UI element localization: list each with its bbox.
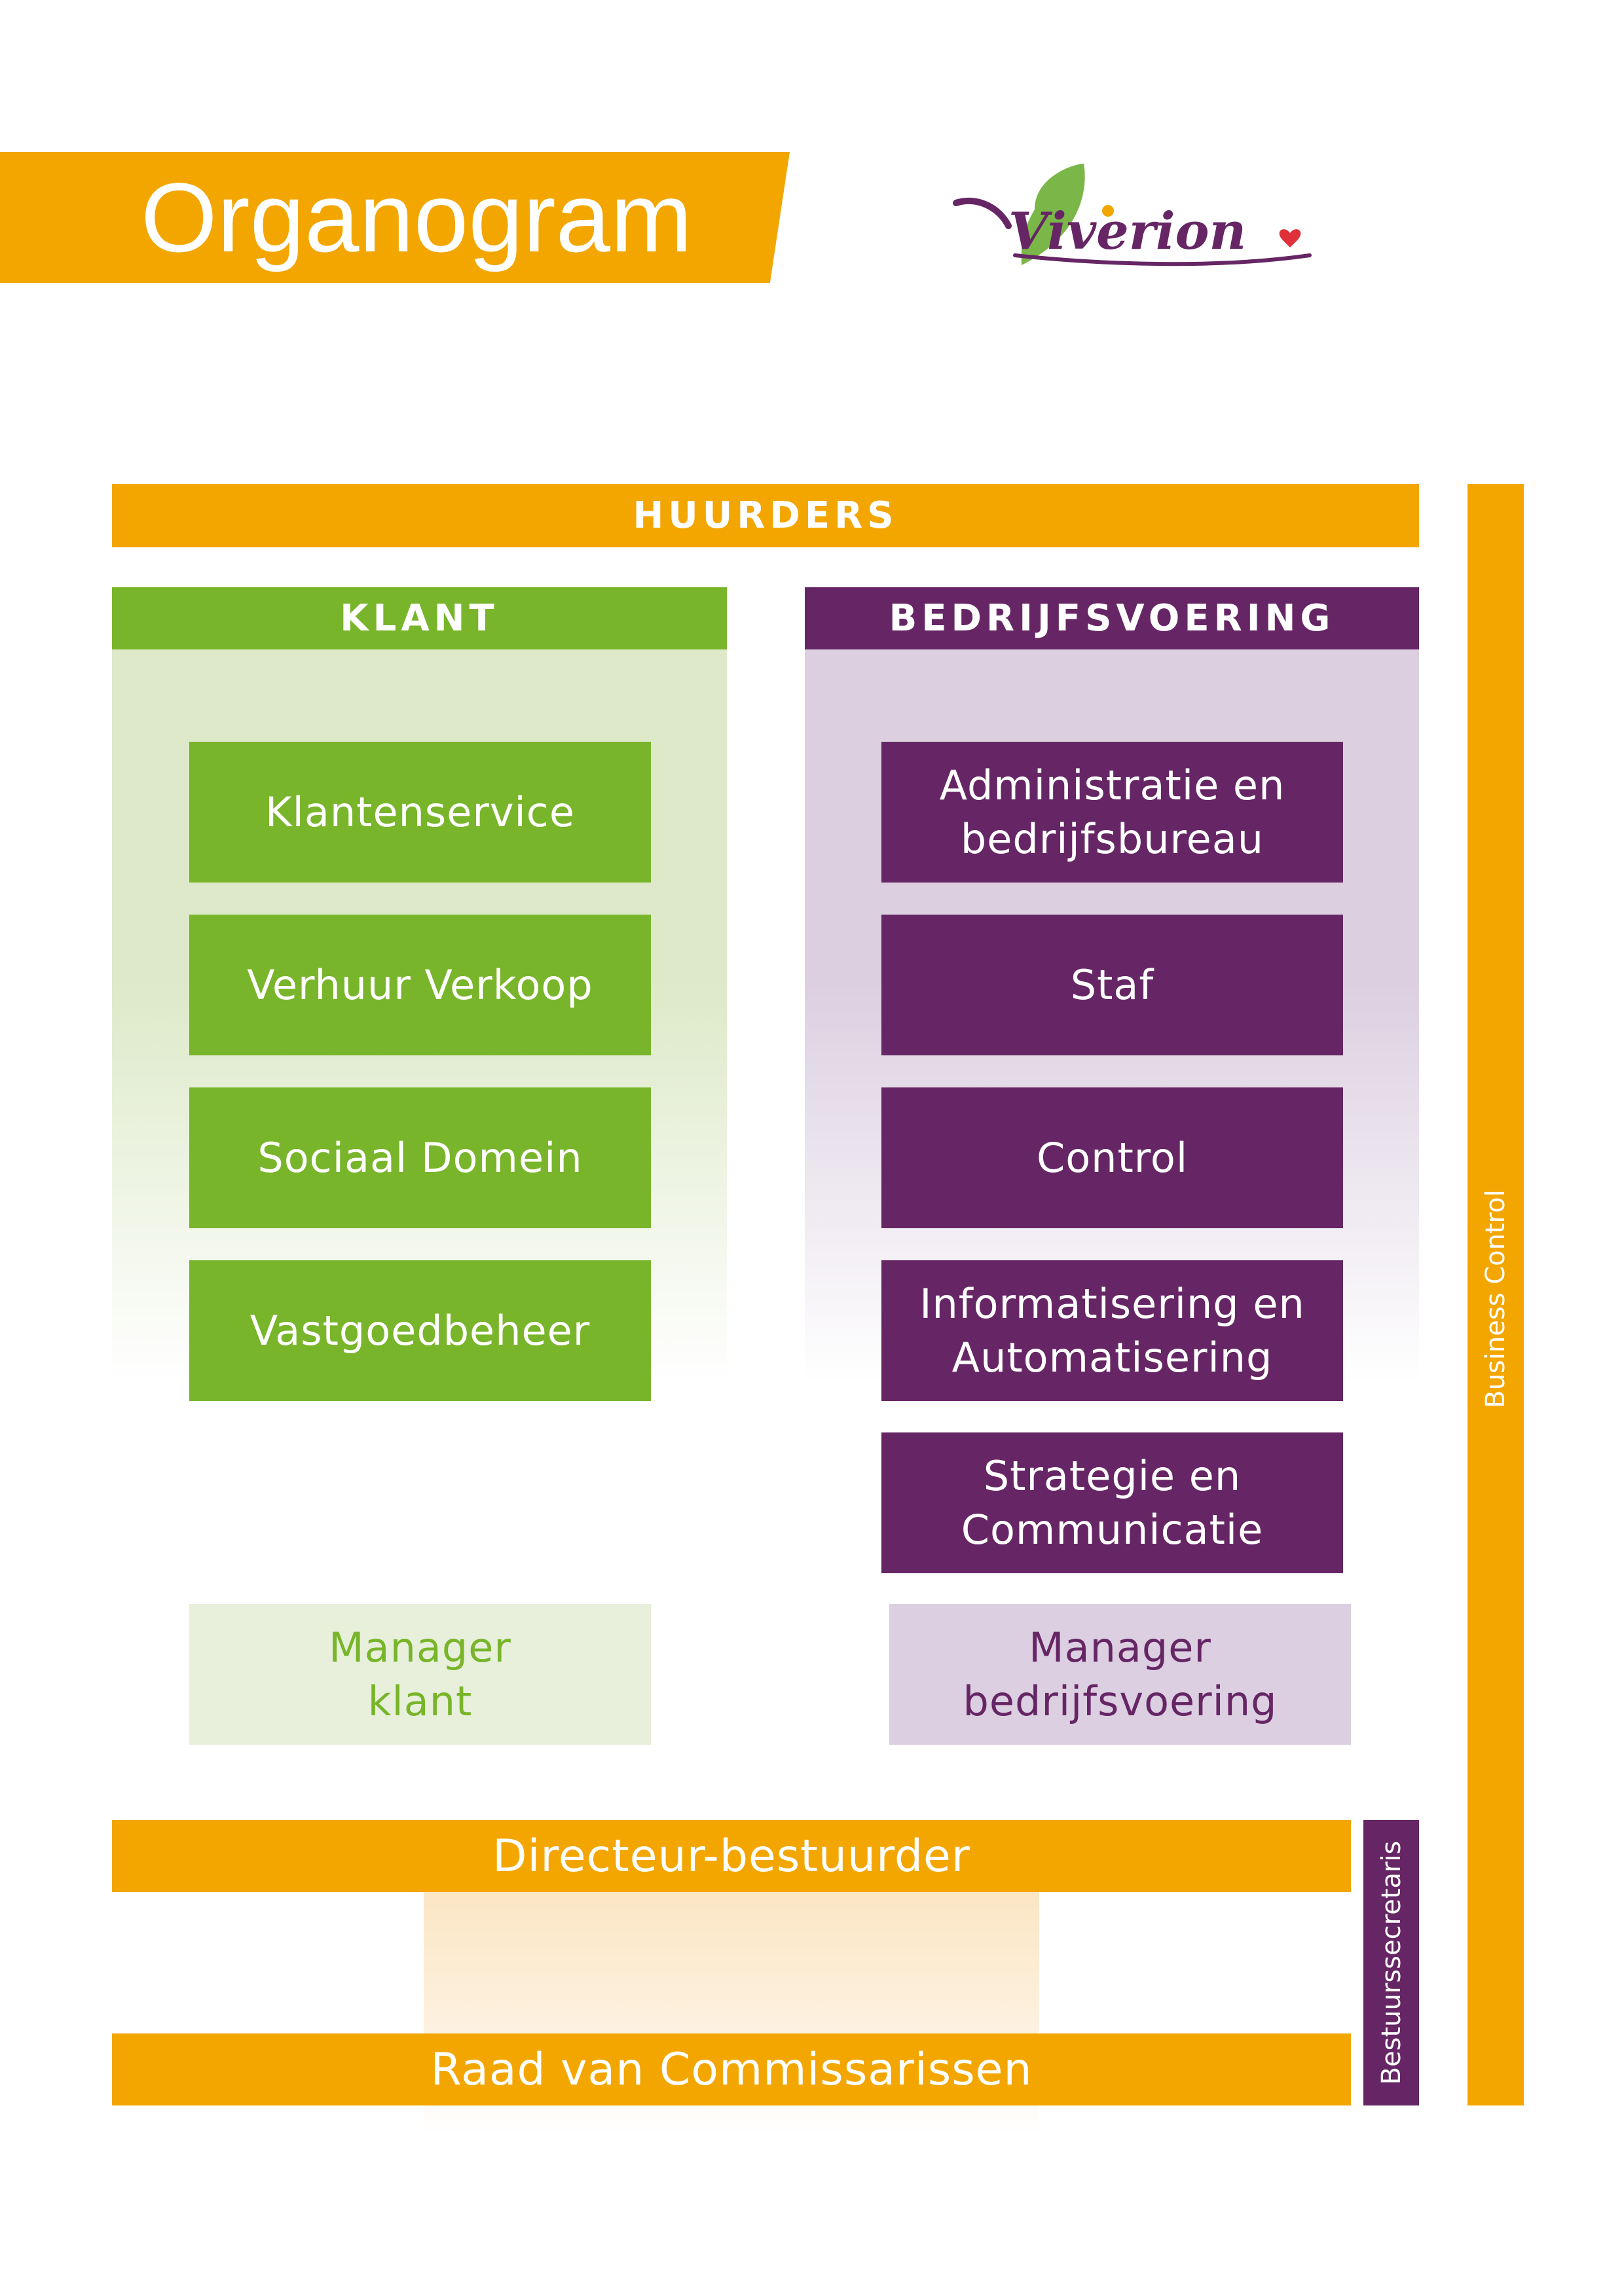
title-banner <box>0 152 790 283</box>
klant-header-label: KLANT <box>340 597 499 640</box>
manager-label-line: bedrijfsvoering <box>963 1677 1278 1725</box>
manager-label-line: Manager <box>329 1623 511 1671</box>
unit-control: Control <box>881 1087 1343 1228</box>
unit-verhuur-verkoop: Verhuur Verkoop <box>189 915 651 1055</box>
bestuurssecretaris-bar: Bestuurssecretaris <box>1363 1820 1419 2105</box>
unit-label: Administratie en bedrijfsbureau <box>940 759 1285 866</box>
unit-label: Control <box>1036 1133 1189 1182</box>
manager-label-line: klant <box>367 1677 473 1725</box>
unit-staf: Staf <box>881 915 1343 1055</box>
unit-label: Verhuur Verkoop <box>247 960 593 1009</box>
unit-label-line: Informatisering en <box>919 1279 1305 1328</box>
business-control-label: Business Control <box>1481 1190 1511 1408</box>
unit-label-line: bedrijfsbureau <box>960 814 1264 863</box>
unit-strategie-en-communicatie: Strategie en Communicatie <box>881 1432 1343 1573</box>
unit-label-line: Communicatie <box>961 1505 1264 1554</box>
klant-header: KLANT <box>112 587 727 649</box>
unit-label: Staf <box>1070 960 1154 1009</box>
unit-label: Informatisering en Automatisering <box>919 1277 1305 1385</box>
directeur-label: Directeur-bestuurder <box>492 1830 970 1882</box>
bestuurssecretaris-label: Bestuurssecretaris <box>1376 1840 1407 2085</box>
manager-klant: Manager klant <box>189 1604 651 1745</box>
business-control-bar: Business Control <box>1467 484 1524 2105</box>
viverion-logo-icon: Viverion <box>953 164 1312 266</box>
unit-sociaal-domein: Sociaal Domein <box>189 1087 651 1228</box>
page-title: Organogram <box>141 162 693 272</box>
unit-administratie-en-bedrijfsbureau: Administratie en bedrijfsbureau <box>881 742 1343 883</box>
unit-label: Vastgoedbeheer <box>249 1306 591 1355</box>
unit-label-line: Administratie en <box>939 761 1285 809</box>
raad-label: Raad van Commissarissen <box>430 2043 1033 2096</box>
unit-informatisering-en-automatisering: Informatisering en Automatisering <box>881 1260 1343 1401</box>
svg-text:Viverion: Viverion <box>1008 202 1246 261</box>
unit-label-line: Strategie en <box>983 1451 1242 1500</box>
raad-van-commissarissen-bar: Raad van Commissarissen <box>112 2033 1351 2105</box>
manager-bedrijfsvoering: Manager bedrijfsvoering <box>889 1604 1351 1745</box>
bedrijfsvoering-header: BEDRIJFSVOERING <box>805 587 1419 649</box>
unit-label-line: Automatisering <box>951 1333 1273 1381</box>
directeur-bestuurder-bar: Directeur-bestuurder <box>112 1820 1351 1892</box>
unit-vastgoedbeheer: Vastgoedbeheer <box>189 1260 651 1401</box>
manager-label-line: Manager <box>1029 1623 1211 1671</box>
unit-label: Sociaal Domein <box>257 1133 583 1182</box>
bedrijfsvoering-header-label: BEDRIJFSVOERING <box>889 597 1335 640</box>
unit-label: Klantenservice <box>265 788 575 836</box>
unit-label: Strategie en Communicatie <box>961 1449 1264 1557</box>
huurders-bar: HUURDERS <box>112 484 1419 547</box>
unit-klantenservice: Klantenservice <box>189 742 651 883</box>
huurders-label: HUURDERS <box>633 494 898 537</box>
